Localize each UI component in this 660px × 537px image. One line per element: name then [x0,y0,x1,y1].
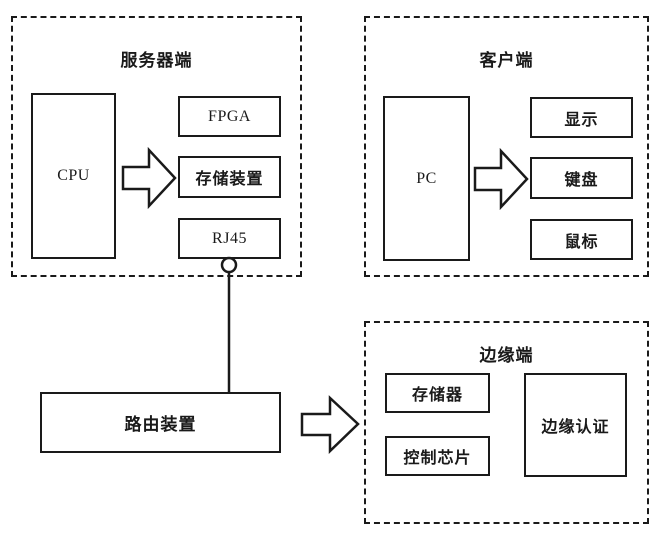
group-client-title: 客户端 [479,51,534,70]
group-edge-title: 边缘端 [479,346,534,365]
node-cpu[interactable]: CPU [31,93,116,259]
arrow-router-to-edge [300,395,360,454]
node-display[interactable]: 显示 [530,97,633,138]
node-control-chip[interactable]: 控制芯片 [385,436,490,476]
connector-rj45-to-router [220,256,238,393]
node-storage-device[interactable]: 存储装置 [178,156,281,198]
group-server [11,16,302,277]
group-client [364,16,649,277]
connector-node-circle [220,256,238,274]
node-memory[interactable]: 存储器 [385,373,490,413]
node-mouse[interactable]: 鼠标 [530,219,633,260]
node-router[interactable]: 路由装置 [40,392,281,453]
group-server-title: 服务器端 [120,51,193,70]
arrow-cpu-to-peripherals [121,146,177,210]
node-pc[interactable]: PC [383,96,470,261]
node-fpga[interactable]: FPGA [178,96,281,137]
arrow-pc-to-peripherals [473,147,529,211]
node-edge-auth[interactable]: 边缘认证 [524,373,627,477]
node-keyboard[interactable]: 键盘 [530,157,633,199]
group-edge [364,321,649,524]
node-rj45[interactable]: RJ45 [178,218,281,259]
